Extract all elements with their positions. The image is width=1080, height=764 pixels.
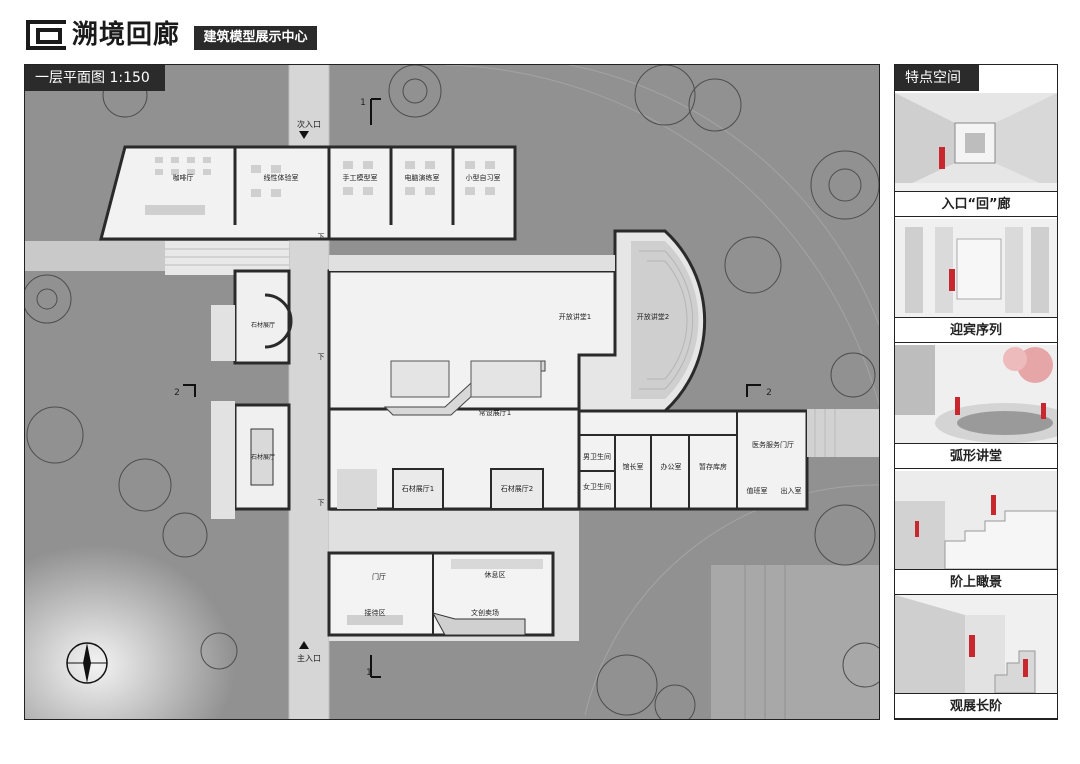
room-stone-left1: 石材展厅 — [251, 321, 275, 329]
section-2-left: 2 — [174, 388, 180, 398]
room-vr: 线性体验室 — [264, 173, 299, 182]
side-title: 特点空间 — [895, 65, 979, 91]
floor-plan-panel: 一层平面图 1:150 — [24, 64, 880, 720]
plan-title: 一层平面图 1:150 — [25, 65, 165, 91]
section-1-bottom: 1 — [366, 668, 372, 678]
room-director: 馆长室 — [623, 462, 644, 471]
room-toilet-f: 女卫生间 — [583, 482, 611, 491]
room-entrance: 出入室 — [781, 486, 802, 495]
room-study: 小型自习室 — [466, 173, 501, 182]
secondary-entrance-label: 次入口 — [297, 119, 321, 129]
north-arrow-icon — [66, 642, 108, 684]
down-label-1: 下 — [318, 233, 325, 241]
room-reception: 接待区 — [365, 608, 386, 617]
brand-title: 溯境回廊 — [72, 20, 181, 50]
room-lobby: 门厅 — [372, 572, 386, 581]
down-label-3: 下 — [318, 499, 325, 507]
plaza — [711, 565, 879, 719]
room-hall2: 开放讲堂2 — [637, 312, 669, 321]
section-mark-bottom — [370, 655, 381, 678]
down-label-2: 下 — [318, 353, 325, 361]
room-service: 医务服务门厅 — [752, 440, 794, 449]
section-mark-top — [370, 98, 381, 125]
section-mark-left — [183, 384, 196, 397]
room-toilet-m: 男卫生间 — [583, 452, 611, 461]
caption-entrance: 入口“回”廊 — [895, 191, 1057, 217]
room-stone-left2: 石材展厅 — [251, 453, 275, 461]
caption-arc-hall: 弧形讲堂 — [895, 443, 1057, 469]
project-subtitle: 建筑模型展示中心 — [194, 26, 317, 50]
room-exhibit: 常设展厅1 — [479, 408, 511, 417]
entrance-arrow-icon — [299, 131, 309, 139]
section-1-top: 1 — [360, 98, 366, 108]
arc-hall-image — [895, 345, 1057, 443]
room-office: 办公室 — [661, 462, 682, 471]
welcome-sequence-image — [895, 219, 1057, 317]
section-2-right: 2 — [766, 388, 772, 398]
feature-spaces-panel: 特点空间 入口“回”廊 迎宾序列 — [894, 64, 1058, 720]
room-shop: 文创卖场 — [471, 608, 499, 617]
main-entrance-arrow-icon — [299, 641, 309, 649]
room-computer: 电脑演练室 — [405, 173, 440, 182]
room-duty: 值班室 — [747, 486, 768, 495]
caption-overlook: 阶上瞰景 — [895, 569, 1057, 595]
room-material2: 石材展厅2 — [501, 484, 533, 493]
room-handmade: 手工模型室 — [343, 173, 378, 182]
caption-welcome: 迎宾序列 — [895, 317, 1057, 343]
room-storage: 暂存库房 — [699, 462, 727, 471]
room-rest: 休息区 — [485, 570, 506, 579]
main-entrance-label: 主入口 — [297, 653, 321, 663]
room-cafe: 咖啡厅 — [173, 173, 194, 182]
floor-plan-drawing: 次入口 主入口 1 1 2 2 咖啡厅 线性体验室 手工模型室 电脑演练室 小型… — [25, 65, 879, 719]
room-hall1: 开放讲堂1 — [559, 312, 591, 321]
section-mark-right — [746, 384, 761, 397]
entrance-corridor-image — [895, 93, 1057, 191]
logo-icon — [26, 20, 66, 50]
room-material1: 石材展厅1 — [402, 484, 434, 493]
long-steps-image — [895, 595, 1057, 693]
steps-north — [165, 241, 289, 275]
caption-long-steps: 观展长阶 — [895, 693, 1057, 719]
light-glow — [25, 545, 235, 719]
overlook-steps-image — [895, 471, 1057, 569]
